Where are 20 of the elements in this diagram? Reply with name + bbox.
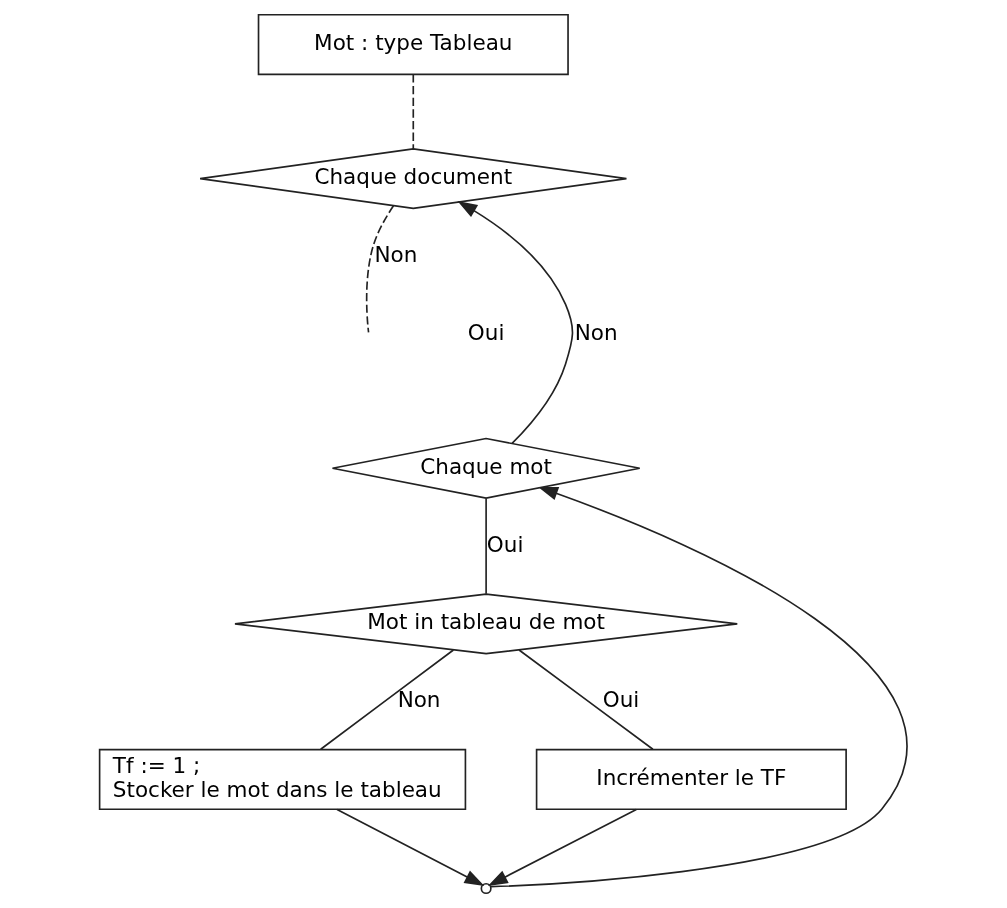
node-box: Incrémenter le TF (535, 748, 847, 811)
label: Oui (467, 319, 505, 345)
connector (518, 649, 654, 751)
connector (485, 497, 487, 595)
edge-label: Oui (486, 531, 524, 557)
edge-label: Non (374, 242, 418, 268)
connector (412, 73, 415, 150)
edge-label: Non (397, 687, 441, 713)
node-box: Mot : type Tableau (257, 13, 569, 76)
edge-label: Non (574, 319, 618, 345)
connector (319, 649, 455, 751)
arrow (336, 808, 485, 886)
arrow (490, 486, 908, 888)
node-box: Tf := 1 ; Stocker le mot dans le tableau (98, 748, 467, 811)
node-diamond: Chaque document (199, 147, 628, 210)
node-point (480, 882, 492, 895)
edge-label: Oui (602, 687, 640, 713)
arrow (457, 201, 574, 445)
node-diamond: Mot in tableau de mot (234, 593, 739, 655)
arrow (487, 808, 638, 886)
